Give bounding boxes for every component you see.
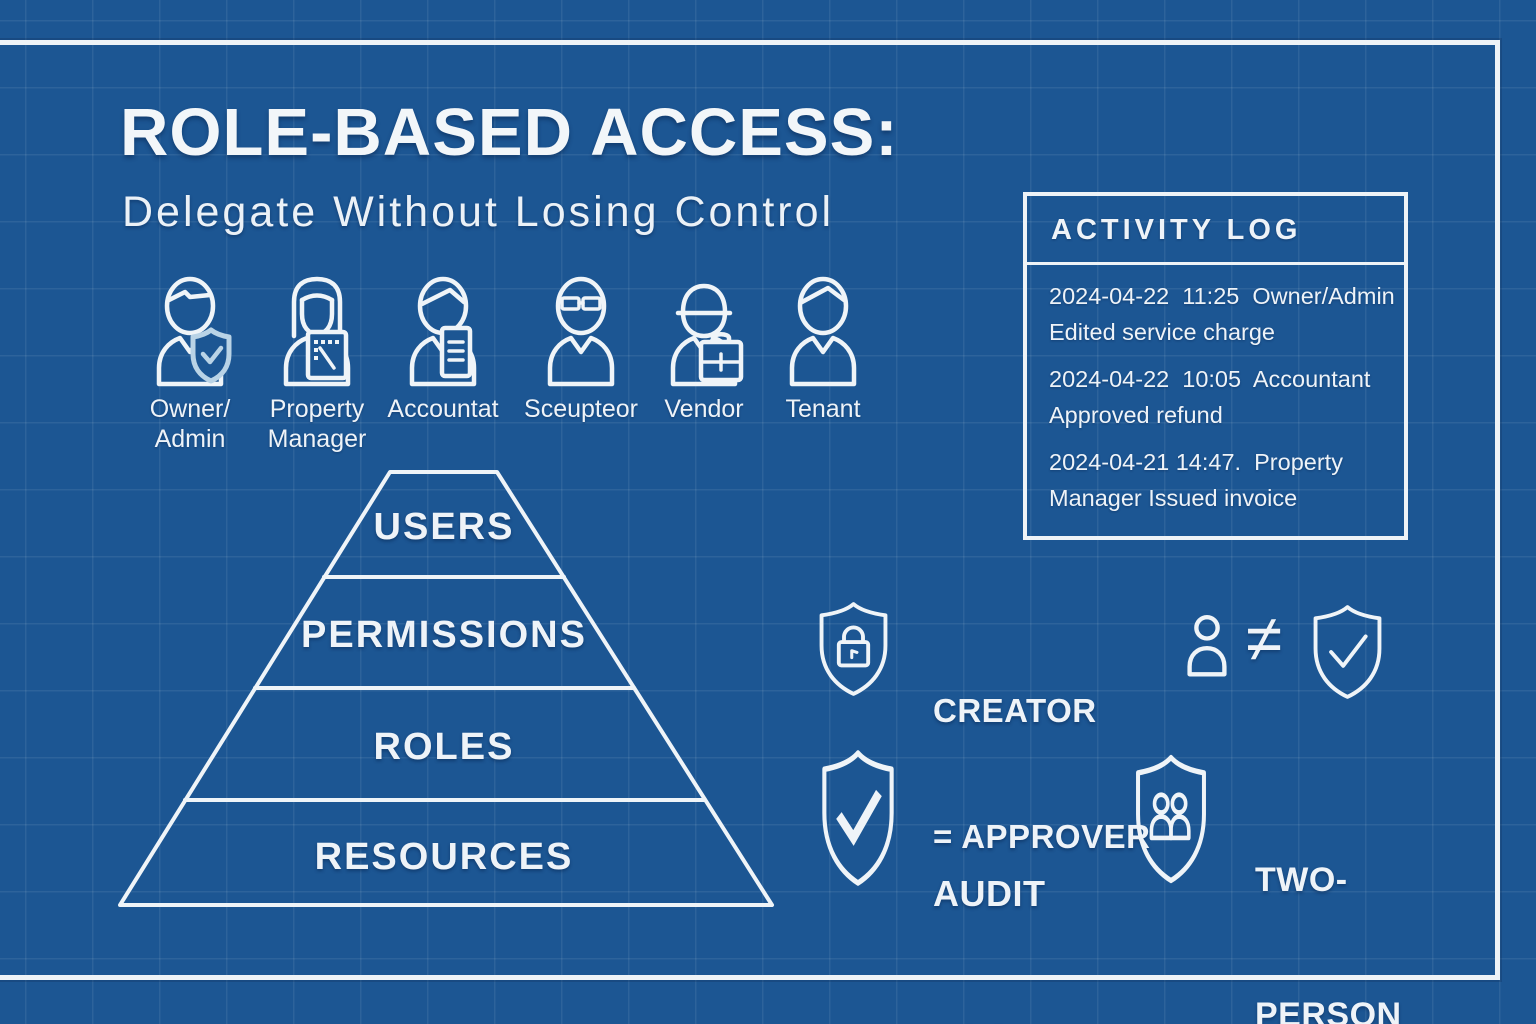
activity-log-title: ACTIVITY LOG: [1051, 214, 1302, 246]
person-icon: [1187, 615, 1227, 677]
persona-accountat: Accountat: [373, 270, 513, 424]
page-title: ROLE-BASED ACCESS:: [120, 95, 899, 170]
persona-label: Sceupteor: [524, 395, 638, 423]
person-shield-icon: [156, 276, 232, 387]
persona-label: Accountat: [387, 395, 499, 423]
persona-label: Property Manager: [267, 395, 367, 453]
creator-approver-label: CREATOR = APPROVER: [933, 692, 1151, 855]
persona-owner-admin: Owner/ Admin: [120, 270, 260, 454]
shield-check-icon: [822, 750, 894, 886]
not-equal-symbol: ≠: [1246, 601, 1283, 675]
two-person-rule-label: TWO- PERSON RULE: [1255, 861, 1402, 1024]
shield-lock-icon: [819, 602, 888, 696]
person-glasses-icon: [547, 276, 615, 387]
persona-label: Vendor: [664, 395, 744, 423]
persona-sceupteor: Sceupteor: [511, 270, 651, 424]
person-hardhat-briefcase-icon: [670, 283, 744, 387]
person-document-icon: [409, 276, 477, 387]
log-entry: 2024-04-21 14:47. Property Manager Issue…: [1049, 449, 1343, 511]
persona-vendor: Vendor: [634, 270, 774, 424]
pyramid-level-resources: RESOURCES: [314, 836, 574, 878]
person-plain-icon: [789, 276, 857, 387]
rbac-pyramid: [118, 470, 774, 907]
shield-two-person-icon: [1136, 754, 1206, 884]
page-subtitle: Delegate Without Losing Control: [122, 188, 835, 236]
persona-label: Owner/ Admin: [149, 395, 231, 453]
log-entry: 2024-04-22 11:25 Owner/Admin Edited serv…: [1049, 283, 1395, 345]
persona-label: Tenant: [785, 395, 861, 423]
activity-log-panel: ACTIVITY LOG 2024-04-22 11:25 Owner/Admi…: [1023, 192, 1408, 540]
audit-log-label: AUDIT LOG: [933, 873, 1046, 1024]
activity-log-entries: 2024-04-22 11:25 Owner/Admin Edited serv…: [1027, 265, 1404, 516]
persona-tenant: Tenant: [753, 270, 893, 424]
log-entry: 2024-04-22 10:05 Accountant Approved ref…: [1049, 366, 1371, 428]
pyramid-level-permissions: PERMISSIONS: [301, 614, 587, 656]
persona-property-manager: Property Manager: [247, 270, 387, 454]
shield-check-icon: [1313, 605, 1382, 699]
pyramid-level-roles: ROLES: [373, 726, 515, 768]
activity-log-divider: [1027, 262, 1404, 265]
person-clipboard-icon: [283, 276, 351, 387]
blueprint-frame: [0, 40, 1500, 980]
pyramid-level-users: USERS: [373, 506, 515, 548]
